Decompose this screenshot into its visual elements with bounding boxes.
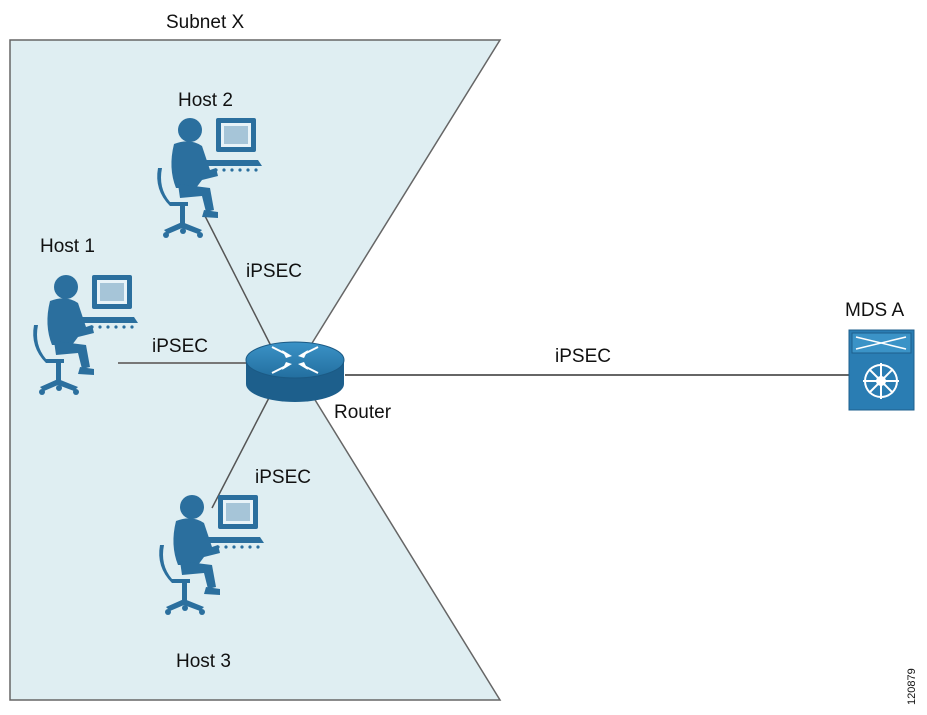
mds-label: MDS A	[845, 300, 904, 321]
router-icon[interactable]	[245, 341, 345, 402]
host-2-label: Host 2	[178, 90, 233, 111]
link-label-host3: iPSEC	[255, 467, 311, 488]
mds-switch-icon[interactable]	[848, 329, 915, 411]
link-host2-router	[203, 213, 273, 349]
link-host3-router	[211, 391, 273, 509]
subnet-label: Subnet X	[166, 12, 244, 33]
link-label-host1: iPSEC	[152, 336, 208, 357]
host-3-label: Host 3	[176, 651, 231, 672]
router-label: Router	[334, 402, 392, 423]
figure-id: 120879	[906, 668, 918, 705]
link-label-host2: iPSEC	[246, 261, 302, 282]
host-1-label: Host 1	[40, 236, 95, 257]
link-label-mds: iPSEC	[555, 346, 611, 367]
